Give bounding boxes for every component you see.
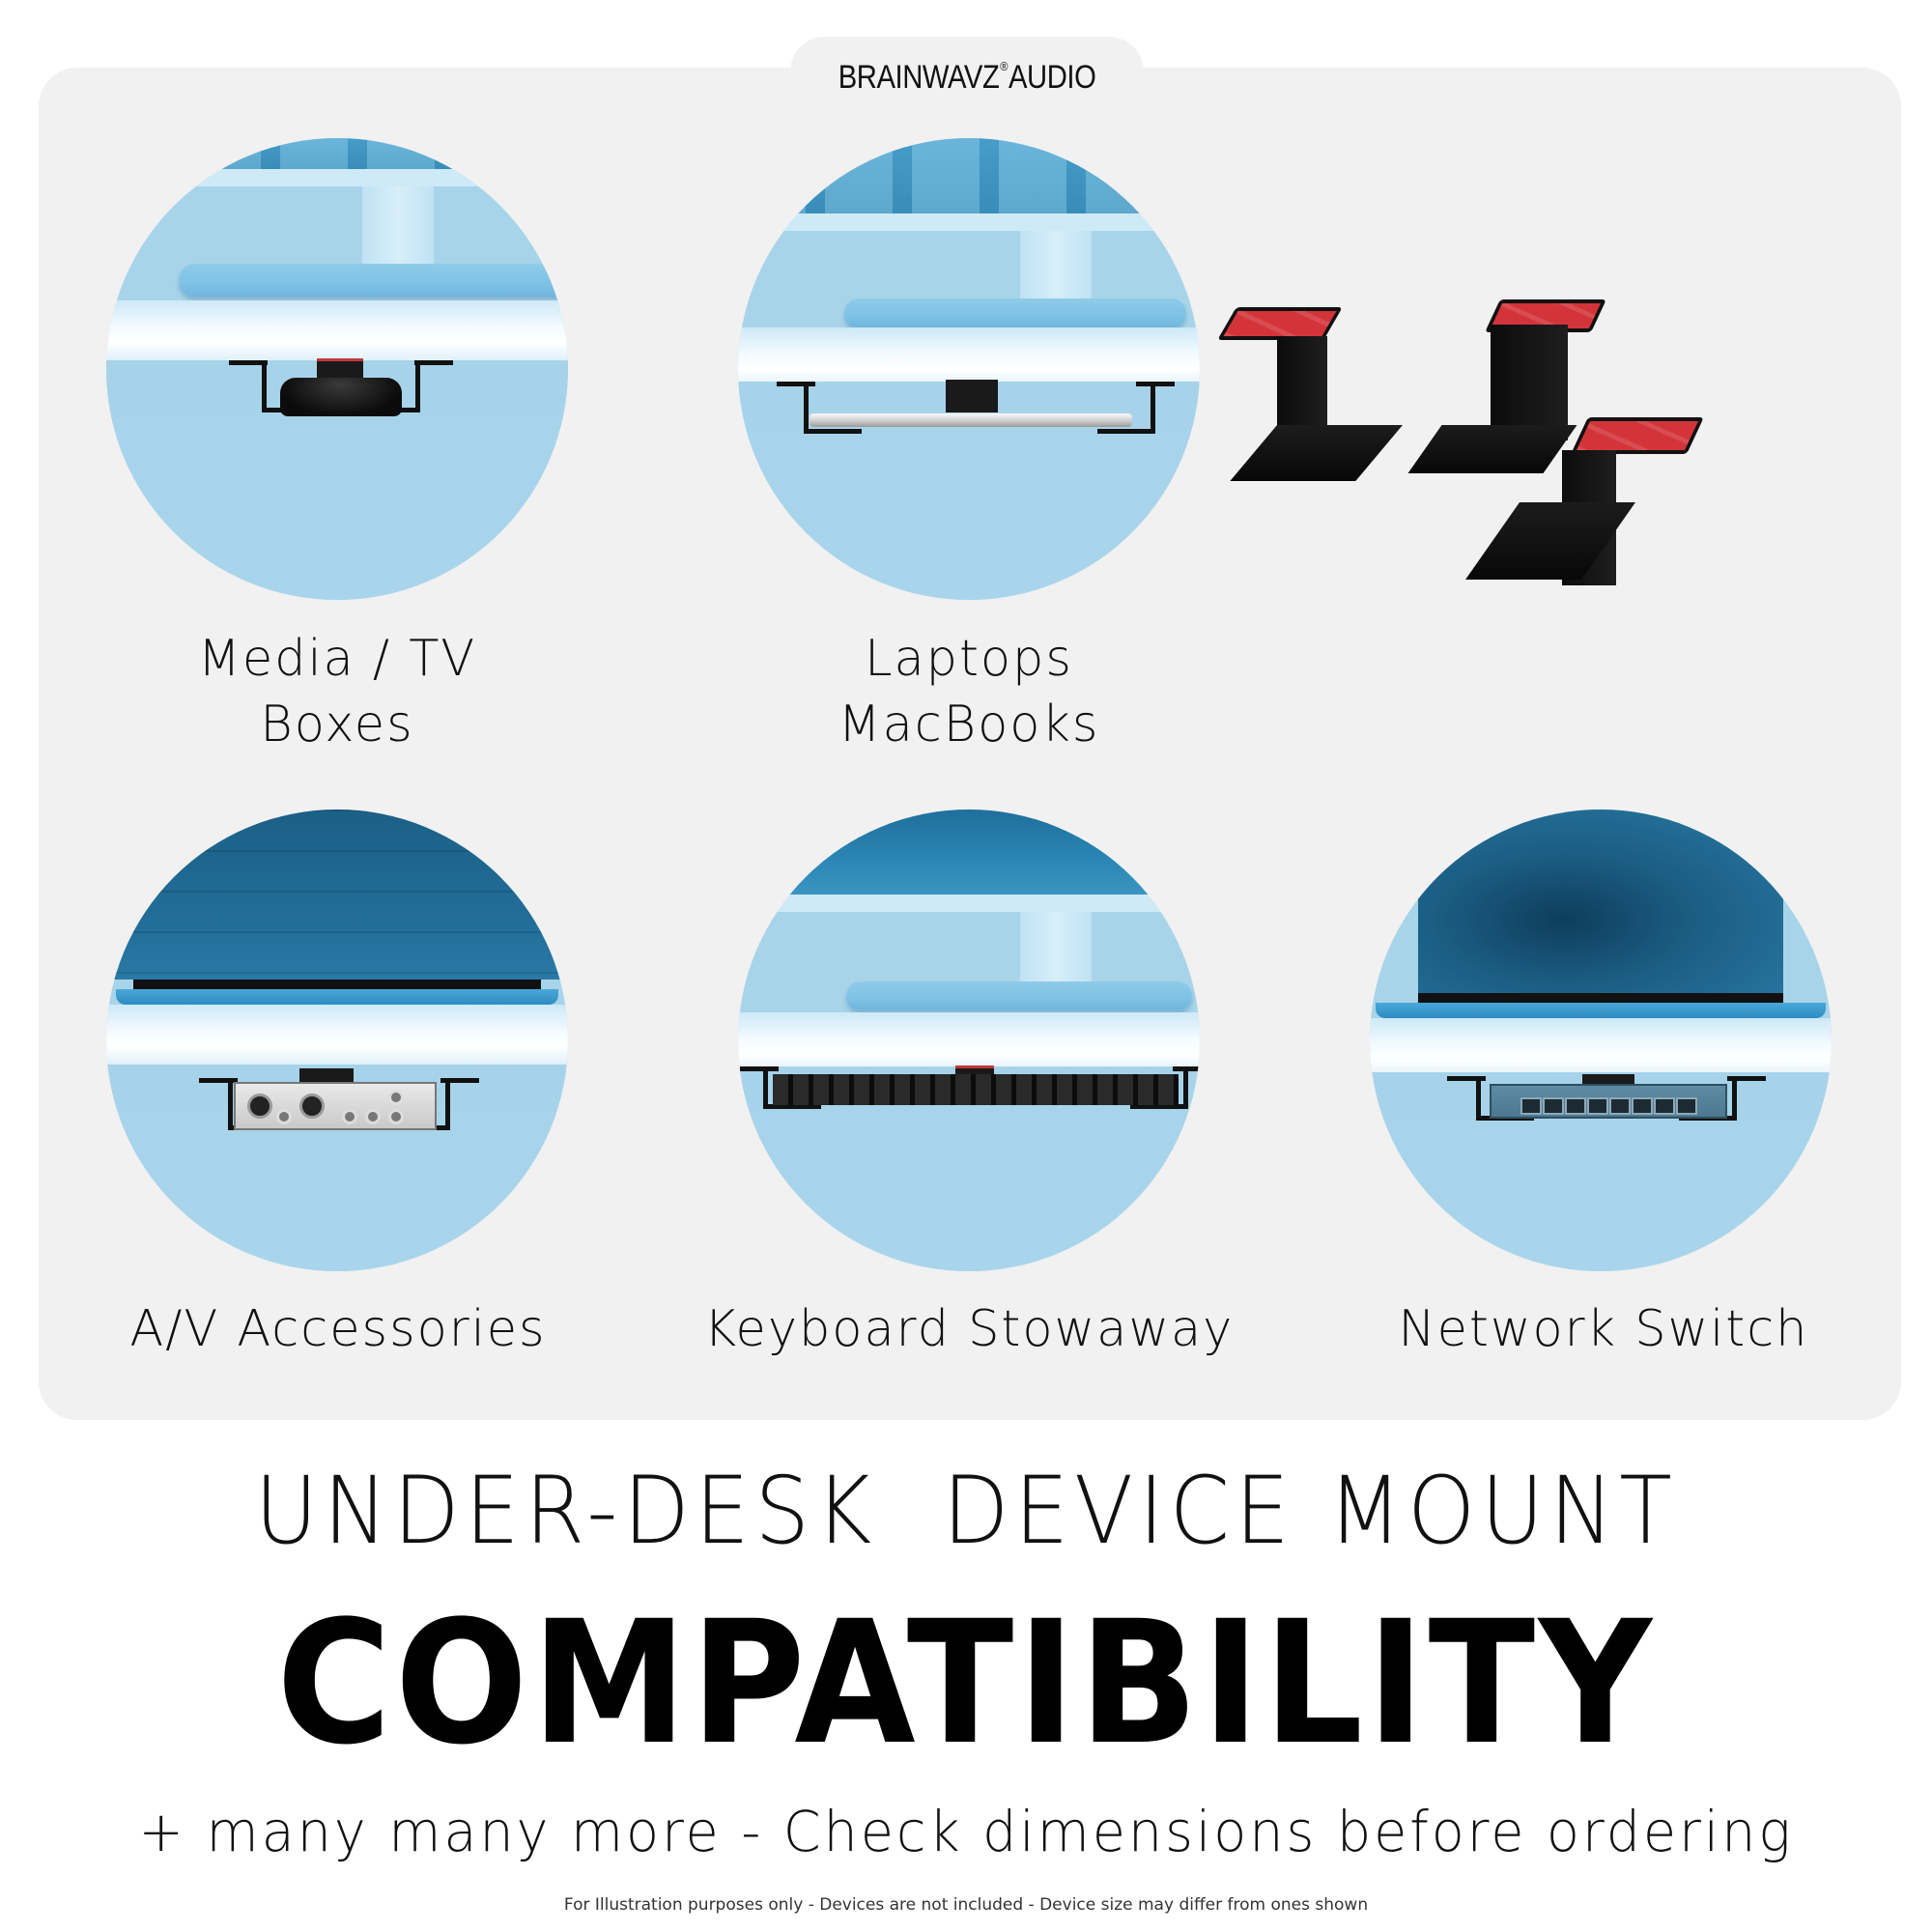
wall-strip: [738, 895, 1200, 912]
laptop-bezel: [1418, 993, 1783, 1003]
adhesive-pad-icon: [1571, 417, 1704, 454]
use-case-label-network: Network Switch: [1398, 1300, 1809, 1358]
mount-bracket: [740, 1066, 1200, 1111]
brand-logo: BRAINWAVZ®AUDIO: [838, 59, 1096, 97]
laptop-base: [1376, 1003, 1826, 1018]
monitor-screen: [106, 138, 568, 169]
use-case-label-media: Media / TV Boxes: [197, 630, 477, 753]
disclaimer: For Illustration purposes only - Devices…: [563, 1895, 1369, 1915]
monitor-stand-neck: [1020, 912, 1092, 981]
wall-strip: [738, 213, 1200, 231]
laptop-screen-daw: [106, 810, 568, 980]
keyboard-device: [773, 1074, 1179, 1105]
center-adhesive-pad: [946, 380, 998, 412]
audio-interface-device: [234, 1082, 437, 1130]
use-case-label-av: A/V Accessories: [129, 1300, 547, 1358]
network-switch-illustration: [1370, 810, 1832, 1271]
media-box-illustration: [106, 138, 568, 600]
monitor-stand-base: [844, 298, 1186, 327]
brand-suffix: AUDIO: [1008, 58, 1096, 96]
monitor-screen: [738, 138, 1200, 213]
laptop-illustration: [738, 138, 1200, 600]
center-adhesive-pad: [317, 358, 363, 380]
brand-name: BRAINWAVZ: [838, 58, 1000, 96]
brand-tab: BRAINWAVZ®AUDIO: [790, 37, 1144, 114]
adhesive-pad-icon: [1217, 307, 1343, 340]
monitor-stand-neck: [362, 186, 434, 269]
registered-mark-icon: ®: [1000, 58, 1009, 73]
network-switch-device: [1490, 1084, 1727, 1119]
use-case-label-laptops: Laptops MacBooks: [838, 630, 1100, 753]
laptop-bezel: [133, 980, 541, 989]
laptop-device: [810, 413, 1132, 427]
desk-surface: [1370, 1018, 1832, 1078]
center-adhesive-pad: [299, 1068, 354, 1082]
monitor-stand-base: [846, 981, 1192, 1010]
monitor-stand-neck: [1020, 231, 1092, 298]
laptop-screen-movie: [1418, 810, 1783, 993]
use-case-label-keyboard: Keyboard Stowaway: [703, 1300, 1235, 1358]
monitor-screen: [738, 810, 1200, 895]
laptop-base: [116, 989, 558, 1005]
wall-strip: [106, 169, 568, 186]
desk-surface: [106, 1005, 568, 1065]
monitor-stand-base: [179, 264, 568, 297]
bracket-product-photo: [1217, 280, 1893, 589]
subtitle: + many many more - Check dimensions befo…: [138, 1799, 1794, 1864]
desk-surface: [738, 327, 1200, 387]
keyboard-illustration: [738, 810, 1200, 1271]
desk-surface: [738, 1012, 1200, 1072]
desk-surface: [106, 300, 568, 360]
tv-box-device: [280, 378, 402, 416]
av-interface-illustration: [106, 810, 568, 1271]
mount-bracket: [777, 382, 1175, 434]
page-title: COMPATIBILITY: [276, 1584, 1656, 1782]
center-adhesive-pad: [1582, 1074, 1634, 1086]
headline: UNDER-DESK DEVICE MOUNT: [254, 1457, 1678, 1565]
